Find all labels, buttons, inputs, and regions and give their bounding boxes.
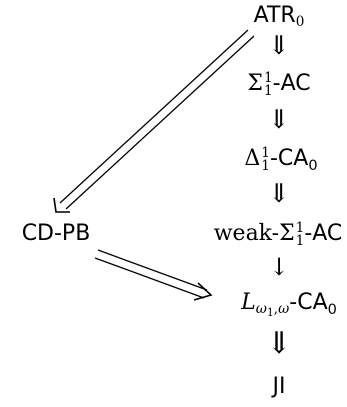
weak-sigma-ac-suffix: -AC bbox=[304, 221, 343, 246]
ji-label: JI bbox=[272, 374, 286, 399]
delta-ca0-subscript: 1 bbox=[261, 157, 270, 174]
atr0-base: ATR bbox=[253, 3, 296, 28]
arrow-lca0-to-ji: ⇓ bbox=[266, 326, 292, 361]
sigma-ac-subscript: 1 bbox=[263, 82, 273, 99]
l-ca0-omega: ω bbox=[278, 301, 290, 318]
sigma-ac-suffix: -AC bbox=[272, 71, 311, 96]
cdpb-label: CD-PB bbox=[21, 221, 91, 246]
sigma-ac-superscript: 1 bbox=[263, 70, 273, 86]
sigma-ac-symbol: Σ bbox=[247, 71, 263, 96]
arrow-weak-sigma-ac-to-lca0: ↓ bbox=[268, 253, 290, 281]
node-atr0: ATR0 bbox=[253, 3, 305, 31]
edge-cdpb-to-lca0 bbox=[94, 249, 213, 301]
delta-ca0-suffix-subscript: 0 bbox=[308, 158, 318, 175]
delta-ca0-superscript: 1 bbox=[261, 145, 270, 161]
arrow-delta-ca0-to-weak-sigma-ac: ⇓ bbox=[268, 179, 290, 209]
l-ca0-omega1-subscript: 1 bbox=[266, 306, 274, 320]
l-ca0-omega1: ω bbox=[255, 301, 267, 318]
weak-sigma-ac-prefix: weak- bbox=[213, 221, 280, 246]
weak-sigma-ac-subscript: 1 bbox=[295, 232, 305, 249]
arrow-atr0-to-sigma-ac: ⇓ bbox=[268, 31, 290, 61]
node-ji: JI bbox=[273, 375, 286, 398]
l-ca0-subscript-separator: , bbox=[273, 301, 279, 318]
l-ca0-suffix-subscript: 0 bbox=[327, 302, 337, 319]
delta-ca0-suffix: -CA bbox=[269, 146, 309, 171]
l-ca0-symbol: L bbox=[241, 290, 256, 315]
node-cdpb: CD-PB bbox=[22, 222, 91, 245]
edge-atr0-to-cdpb bbox=[53, 29, 255, 213]
delta-ca0-symbol: Δ bbox=[244, 146, 261, 171]
arrow-sigma-ac-to-delta-ca0: ⇓ bbox=[268, 105, 290, 135]
node-l-ca0: Lω1,ω-CA0 bbox=[241, 290, 337, 319]
l-ca0-suffix: -CA bbox=[289, 290, 328, 315]
atr0-subscript: 0 bbox=[295, 14, 305, 31]
weak-sigma-ac-superscript: 1 bbox=[295, 220, 305, 236]
weak-sigma-ac-symbol: Σ bbox=[279, 221, 295, 246]
